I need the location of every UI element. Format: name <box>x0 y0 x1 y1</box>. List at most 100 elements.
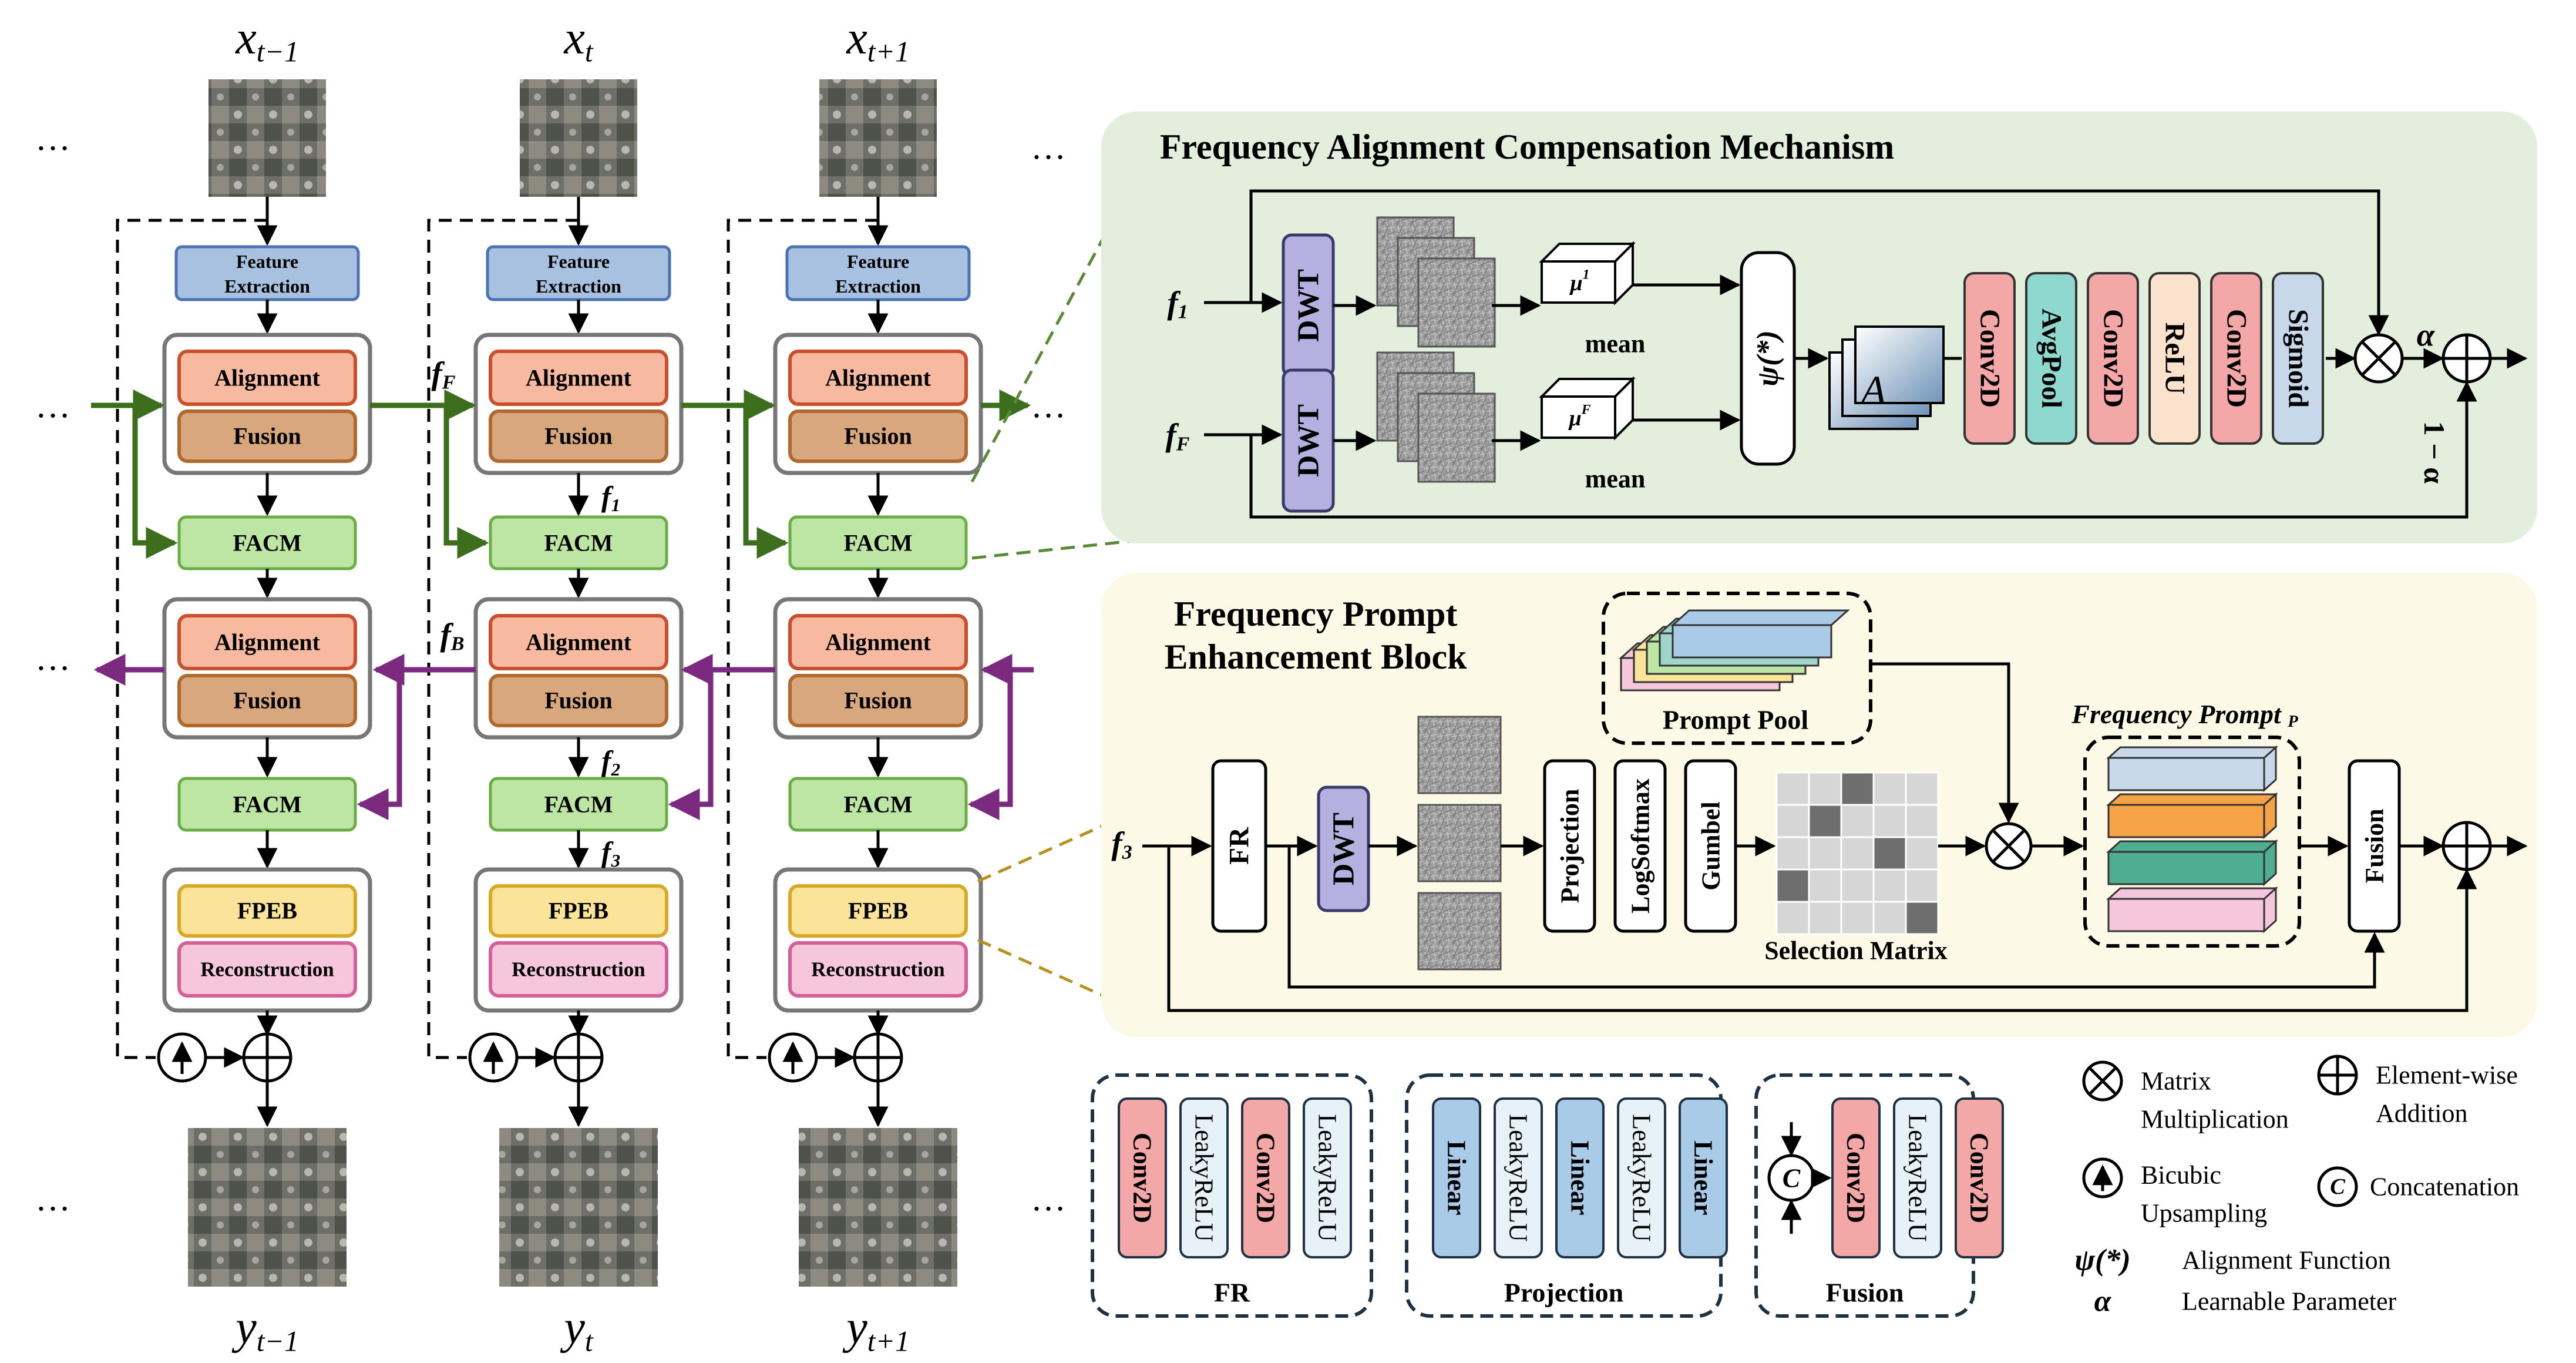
fusion-label: Fusion <box>544 423 613 449</box>
zoom-line-facm <box>970 175 1138 483</box>
fpeb-title: Enhancement Block <box>1164 637 1467 676</box>
reconstruction-label: Reconstruction <box>200 958 334 981</box>
reconstruction-label: Reconstruction <box>811 958 944 981</box>
facm-layer-label: Conv2D <box>2221 309 2252 408</box>
facm-layer-block <box>2087 272 2139 445</box>
feature-label-f2: f2 <box>601 744 620 780</box>
dwt-block <box>1317 785 1370 912</box>
selection-matrix-cell <box>1872 868 1907 903</box>
feature-label-f3: f3 <box>601 835 620 871</box>
fusion-label: Fusion <box>2360 808 2389 883</box>
selection-matrix-cell <box>1872 771 1907 806</box>
facm-layer-label: Conv2D <box>1975 309 2006 408</box>
legend-layer-label: Linear <box>1566 1140 1595 1215</box>
backward-flow-branch <box>668 670 714 820</box>
zoom-line-facm <box>971 539 1137 560</box>
facm-layer-block <box>1963 272 2016 445</box>
mu-F-label: μF <box>1568 402 1591 431</box>
fpeb-block <box>489 884 668 938</box>
dwt-label: DWT <box>1327 813 1361 885</box>
legend-layer-block <box>1179 1097 1229 1258</box>
frequency-prompt-label: Frequency Prompt P <box>2071 699 2298 731</box>
skip-connection <box>116 219 267 1059</box>
legend-layer-block <box>1555 1097 1605 1258</box>
gumbel-label: Gumbel <box>1697 801 1726 891</box>
fpeb-label: FPEB <box>848 898 908 924</box>
residual-path <box>1167 846 2477 1012</box>
residual-path <box>1287 846 2385 989</box>
legend-layer-label: LeakyReLU <box>1190 1114 1219 1241</box>
matrix-multiply-op <box>2353 333 2404 384</box>
legend-layer-block <box>1955 1097 2004 1258</box>
legend-text: Concatenation <box>2370 1173 2519 1201</box>
alignment-label: Alignment <box>825 365 931 391</box>
selection-matrix-cell <box>1872 836 1907 871</box>
fpeb-block <box>177 884 357 938</box>
facm-title: Frequency Alignment Compensation Mechani… <box>1160 127 1895 166</box>
fpeb-label: FPEB <box>549 898 608 924</box>
reconstruction-block <box>177 941 357 998</box>
bicubic-upsample-op <box>157 1032 207 1083</box>
dwt-label: DWT <box>1292 269 1326 342</box>
legend-text: Learnable Parameter <box>2182 1287 2397 1316</box>
legend-upsample-icon <box>2082 1157 2123 1198</box>
facm-label: FACM <box>844 530 913 556</box>
selection-matrix-cell <box>1775 804 1810 838</box>
facm-layer-label: Conv2D <box>2098 309 2129 408</box>
legend-layer-block <box>1494 1097 1543 1258</box>
legend-layer-block <box>1617 1097 1666 1258</box>
legend-layer-label: LeakyReLU <box>1313 1114 1342 1241</box>
fpeb-block <box>788 884 968 938</box>
legend-text: Alignment Function <box>2182 1246 2391 1275</box>
concat-op: C <box>1767 1154 1815 1202</box>
forward-flow-branch <box>443 405 489 559</box>
alignment-block <box>788 614 968 670</box>
input-frame-label: xt <box>563 12 594 68</box>
facm-panel: Frequency Alignment Compensation Mechani… <box>1101 112 2537 543</box>
fusion-label: Fusion <box>844 687 912 714</box>
legend-alpha-symbol: α <box>2094 1285 2112 1318</box>
ellipsis-dots: … <box>1031 127 1066 166</box>
alignment-block <box>177 614 357 670</box>
output-frame-label: yt <box>560 1302 594 1357</box>
legend-layer-block <box>1118 1097 1167 1258</box>
output-frame-image <box>188 1128 347 1287</box>
legend-text: Bicubic <box>2141 1161 2221 1190</box>
mean-label: mean <box>1585 330 1646 358</box>
fusion-label: Fusion <box>233 423 301 449</box>
alignment-block <box>788 350 968 406</box>
selection-matrix-cell <box>1840 804 1875 838</box>
alignment-block <box>489 350 668 406</box>
facm-label: FACM <box>844 791 913 818</box>
add-op <box>853 1032 903 1083</box>
legend-psi-symbol: ψ(*) <box>2074 1244 2130 1277</box>
ellipsis-dots: … <box>1031 1179 1066 1218</box>
legend-layer-block <box>1241 1097 1290 1258</box>
fpeb-label: FPEB <box>237 898 297 924</box>
attention-map-label: A <box>1859 368 1886 414</box>
legend-layer-label: Linear <box>1689 1140 1718 1215</box>
alignment-block <box>177 350 357 406</box>
alignment-label: Alignment <box>214 629 321 656</box>
alignment-label: Alignment <box>526 629 632 656</box>
legend-layer-block <box>1679 1097 1728 1258</box>
output-frame-image <box>499 1128 658 1287</box>
ellipsis-dots: … <box>1031 386 1066 425</box>
frequency-prompt-frame <box>2083 736 2301 948</box>
fusion-label: Fusion <box>544 687 613 714</box>
selection-matrix-cell <box>1808 836 1842 871</box>
selection-matrix-cell <box>1905 771 1939 806</box>
forward-flow-branch <box>132 405 178 559</box>
logsoftmax-label: LogSoftmax <box>1626 778 1655 914</box>
selection-matrix-cell <box>1775 836 1810 871</box>
fusion-label: Fusion <box>844 423 912 449</box>
mu-1-label: μ1 <box>1569 267 1590 296</box>
skip-connection <box>427 219 579 1059</box>
legend-layer-label: Conv2D <box>1128 1133 1157 1223</box>
selection-matrix-cell <box>1775 771 1810 806</box>
psi-label: ψ(*) <box>1751 330 1785 386</box>
fusion-block <box>489 409 668 463</box>
selection-matrix-cell <box>1840 901 1875 935</box>
